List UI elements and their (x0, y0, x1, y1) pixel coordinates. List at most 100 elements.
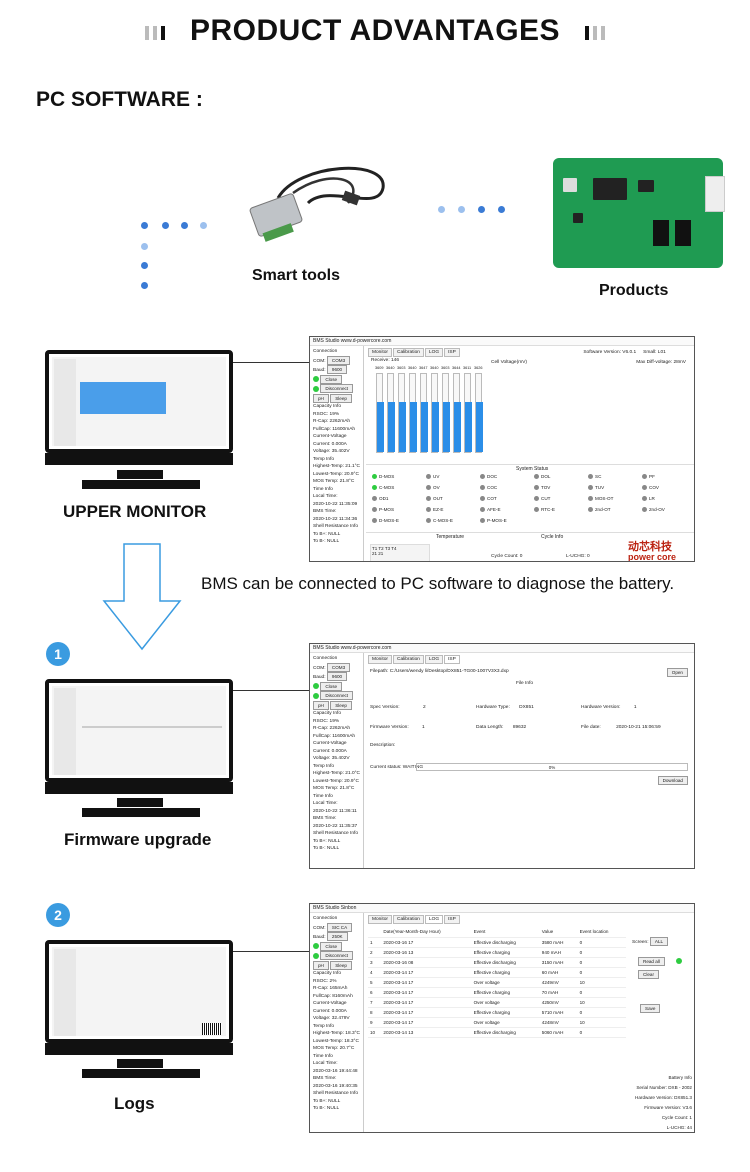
tab-calibration[interactable]: Calibration (393, 655, 424, 664)
cell-bar-frame (442, 373, 450, 453)
cell-bar-frame (420, 373, 428, 453)
ph-button[interactable]: pH (313, 393, 329, 403)
status-indicator: UV (426, 474, 439, 480)
sidebar: Connection COM: COM3 Baud: 9600 Close Di… (310, 346, 364, 561)
status-dot-icon (588, 507, 593, 513)
description-text: BMS can be connected to PC software to d… (201, 574, 675, 593)
tab-monitor[interactable]: Monitor (368, 655, 392, 664)
status-dot-icon (426, 496, 431, 502)
tab-calibration[interactable]: Calibration (393, 915, 424, 924)
cell-bar (421, 402, 428, 452)
status-indicator: D-MOS-E (372, 518, 399, 524)
baud-select[interactable]: 9600 (326, 672, 348, 681)
status-dot-icon (588, 496, 593, 502)
save-button[interactable]: Save (640, 1004, 661, 1013)
section-title: PC SOFTWARE : (36, 88, 203, 111)
cell-bar (465, 402, 472, 452)
logs-sidebar: Connection COM: SIC CA Baud: 250K Close … (310, 913, 364, 1132)
cell-bar-frame (398, 373, 406, 453)
monitor-window: BMS Studio www.d-powercore.com Connectio… (309, 336, 695, 562)
logs-window: BMS Studio Sinbon Connection COM: SIC CA… (309, 903, 695, 1133)
cell-bar (443, 402, 450, 452)
tab-monitor[interactable]: Monitor (368, 915, 392, 924)
status-indicator: LR (642, 496, 655, 502)
cell-voltage-label: 3609 (375, 366, 384, 370)
tab-isp[interactable]: ISP (444, 348, 460, 357)
left-bars-icon (143, 15, 167, 49)
tab-isp[interactable]: ISP (444, 915, 460, 924)
right-bars-icon (583, 15, 607, 49)
status-indicator: P-MOS-E (480, 518, 507, 524)
open-button[interactable]: Open (666, 668, 688, 677)
status-dot-icon (642, 507, 647, 513)
status-indicator: C-MOS-E (426, 518, 453, 524)
cell-voltage-label: 3640 (430, 366, 439, 370)
com-select[interactable]: COM3 (326, 355, 351, 365)
tab-log[interactable]: LOG (424, 915, 444, 924)
disconnect-button[interactable]: Disconnect (320, 951, 354, 960)
cell-bar (410, 402, 417, 452)
baud-select[interactable]: 250K (326, 932, 348, 941)
cell-bar (377, 402, 384, 452)
sleep-button[interactable]: Sleep (330, 960, 352, 970)
monitor-thumbnail: power core (52, 357, 226, 446)
cell-bar-frame (387, 373, 395, 453)
cell-voltage-label: 3647 (419, 366, 428, 370)
ph-button[interactable]: pH (313, 700, 329, 710)
baud-select[interactable]: 9600 (326, 365, 348, 374)
tab-isp[interactable]: ISP (444, 655, 460, 664)
disconnect-button[interactable]: Disconnect (320, 691, 354, 700)
sleep-button[interactable]: Sleep (330, 393, 352, 403)
firmware-window: BMS Studio www.d-powercore.com Connectio… (309, 643, 695, 869)
status-indicator: COT (480, 496, 497, 502)
close-button[interactable]: Close (320, 681, 343, 691)
status-dot-icon (588, 474, 593, 480)
cell-bar (399, 402, 406, 452)
logs-caption: Logs (114, 1094, 155, 1113)
close-button[interactable]: Close (320, 374, 343, 384)
tab-log[interactable]: LOG (424, 655, 444, 664)
upgrade-progress-bar: 0% (416, 763, 688, 771)
step-1-badge: 1 (46, 642, 70, 666)
tab-calibration[interactable]: Calibration (393, 348, 424, 357)
ph-button[interactable]: pH (313, 960, 329, 970)
cell-bar-frame (409, 373, 417, 453)
status-indicator: COV (642, 485, 659, 491)
status-indicator: COC (480, 485, 497, 491)
status-indicator: DOC (480, 474, 497, 480)
cell-bar (476, 402, 483, 452)
connector-line (233, 362, 309, 363)
logs-thumbnail (52, 947, 226, 1036)
sleep-button[interactable]: Sleep (330, 700, 352, 710)
tab-log[interactable]: LOG (424, 348, 444, 357)
com-select[interactable]: COM3 (326, 662, 351, 672)
screen-filter-select[interactable]: ALL (649, 937, 669, 946)
download-button[interactable]: Download (657, 776, 688, 785)
cell-bar-frame (376, 373, 384, 453)
clear-button[interactable]: Clear (638, 970, 659, 979)
status-indicator: RTC-E (534, 507, 555, 513)
status-dot-icon (534, 485, 539, 491)
usb-adapter-icon (249, 166, 385, 242)
read-all-button[interactable]: Read all (638, 957, 665, 966)
read-status-indicator (676, 958, 682, 964)
cell-voltage-label: 3644 (452, 366, 461, 370)
tab-monitor[interactable]: Monitor (368, 348, 392, 357)
products-label: Products (599, 282, 669, 299)
com-select[interactable]: SIC CA (326, 922, 353, 932)
close-button[interactable]: Close (320, 941, 343, 951)
cell-voltage-label: 3603 (441, 366, 450, 370)
disconnect-button[interactable]: Disconnect (320, 384, 354, 393)
status-dot-icon (642, 496, 647, 502)
